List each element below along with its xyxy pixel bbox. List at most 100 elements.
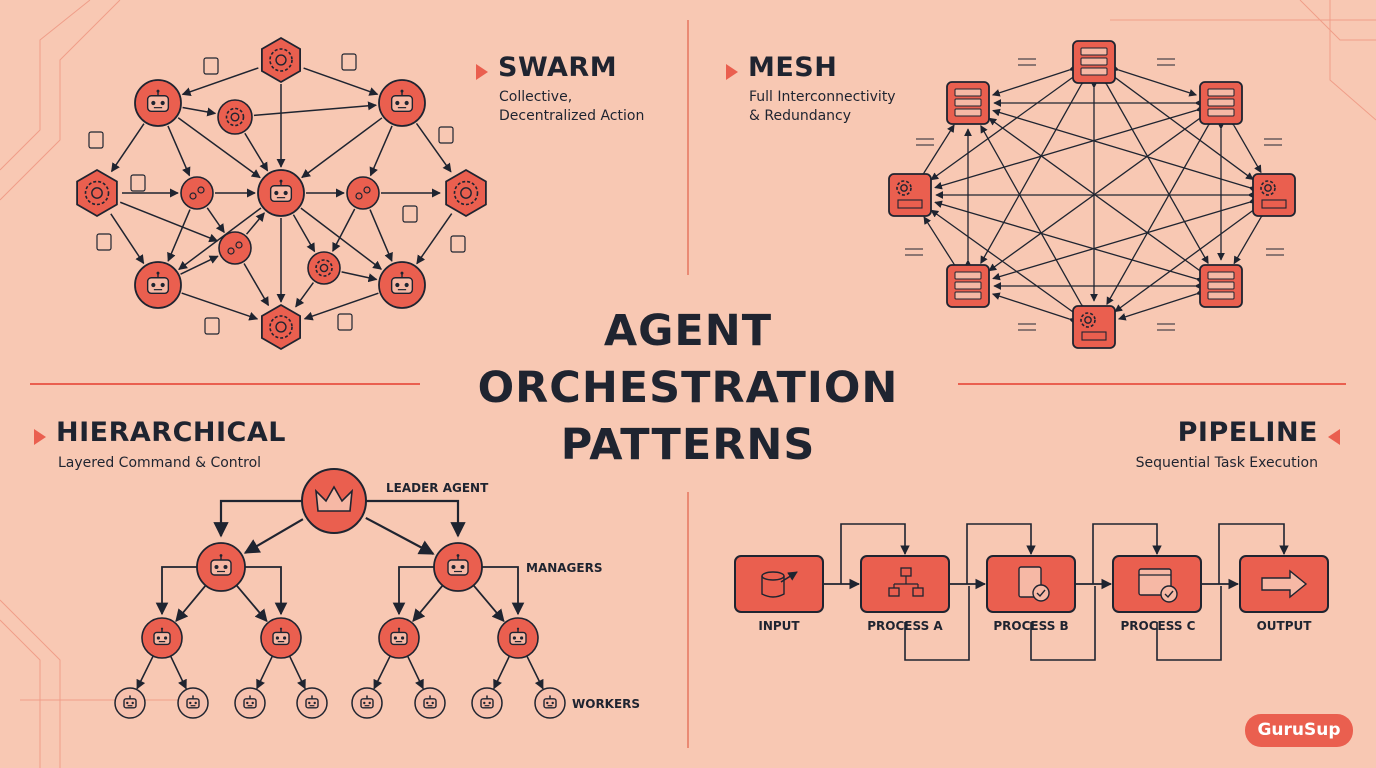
section-dividers (30, 20, 1346, 748)
robot-icon (390, 271, 414, 294)
mesh-gear-node (1072, 305, 1116, 349)
molecule-icon (189, 192, 197, 200)
swarm-molecule-node (346, 176, 380, 210)
swarm-link-arrow (416, 213, 453, 265)
check-icon (1160, 585, 1178, 603)
swarm-gear-node (76, 168, 118, 218)
swarm-link-arrow (303, 292, 379, 321)
document-icon (438, 126, 454, 144)
robot-icon (146, 271, 170, 294)
robot-icon (390, 627, 408, 646)
swarm-link-arrow (300, 207, 383, 270)
mesh-header: MESH (726, 52, 837, 83)
swarm-subtitle: Collective, Decentralized Action (499, 88, 644, 126)
swarm-gear-node (445, 168, 487, 218)
pipeline-stage-label: PROCESS B (993, 619, 1069, 633)
swarm-link-arrow (292, 214, 316, 253)
molecule-icon (355, 192, 363, 200)
worker-link-arrow (493, 655, 511, 690)
server-icon (1207, 98, 1235, 107)
swarm-link-arrow (206, 207, 225, 234)
worker-link-arrow (136, 655, 154, 690)
manager-link-arrow (412, 584, 444, 623)
manager-link-arrow (245, 566, 288, 616)
network-icon (1261, 199, 1287, 209)
mesh-subtitle-line: Full Interconnectivity (749, 89, 896, 105)
robot-icon (305, 695, 319, 709)
worker-link-arrow (169, 655, 187, 690)
server-icon (1080, 47, 1108, 56)
swarm-marker-icon (476, 63, 488, 80)
gear-icon (225, 107, 245, 127)
network-icon (1081, 331, 1107, 341)
server-icon (954, 281, 982, 290)
server-icon (954, 291, 982, 300)
document-icon (402, 205, 418, 223)
pipeline-title: PIPELINE (1177, 417, 1318, 448)
molecule-icon (235, 241, 243, 249)
worker-link-arrow (373, 655, 391, 690)
mesh-subtitle-line: & Redundancy (749, 108, 852, 124)
molecule-icon (197, 186, 205, 194)
swarm-link-arrow (167, 125, 191, 177)
brand-badge[interactable]: GuruSup (1245, 714, 1353, 747)
manager-link-arrow (392, 566, 434, 616)
swarm-diagram (76, 36, 487, 351)
mesh-link-arrow (1233, 209, 1268, 265)
pipeline-subtitle: Sequential Task Execution (1135, 455, 1318, 471)
server-icon (1207, 281, 1235, 290)
arrow-icon (780, 571, 798, 583)
leader-link-arrow (364, 499, 466, 538)
robot-icon (360, 695, 374, 709)
pipeline-marker-icon (1328, 428, 1340, 445)
server-icon (954, 98, 982, 107)
robot-icon (390, 89, 414, 112)
crown-icon (314, 485, 354, 512)
swarm-subtitle-line: Collective, (499, 89, 573, 105)
mesh-title: MESH (748, 52, 838, 83)
pipeline-header: PIPELINE (1178, 417, 1340, 448)
main-title-line: ORCHESTRATION (477, 363, 899, 413)
network-icon (897, 199, 923, 209)
pipeline-feed-arrow (1092, 523, 1162, 584)
arrow-right-icon (1261, 569, 1308, 599)
pipeline-feed-arrow (840, 523, 910, 584)
main-title: AGENT ORCHESTRATION PATTERNS (430, 303, 946, 474)
swarm-gear-node (260, 36, 302, 84)
swarm-molecule-node (218, 231, 252, 265)
swarm-link-arrow (177, 117, 261, 179)
gear-icon (315, 259, 333, 277)
swarm-link-arrow (415, 122, 452, 173)
robot-icon (243, 695, 257, 709)
manager-link-arrow (235, 584, 268, 623)
server-icon (954, 108, 982, 117)
swarm-header: SWARM (476, 52, 617, 83)
mesh-link-arrow (1118, 288, 1205, 321)
swarm-subtitle-line: Decentralized Action (499, 108, 645, 124)
hierarchy-diagram (114, 468, 566, 719)
gear-icon (1260, 180, 1276, 196)
swarm-link-arrow (178, 207, 262, 271)
swarm-link-arrow (167, 209, 191, 262)
worker-link-arrow (256, 655, 274, 690)
document-icon (88, 131, 104, 149)
server-icon (1080, 57, 1108, 66)
leader-agent-label: LEADER AGENT (386, 481, 489, 495)
check-icon (1032, 584, 1050, 602)
server-icon (954, 271, 982, 280)
worker-link-arrow (526, 655, 544, 690)
mesh-gear-node (888, 173, 932, 217)
pipeline-feed-arrow (966, 523, 1036, 584)
main-title-line: PATTERNS (560, 420, 816, 470)
swarm-gear-node (307, 251, 341, 285)
check-icon (1164, 590, 1174, 599)
gear-icon (84, 180, 110, 206)
document-icon (203, 57, 219, 75)
pipeline-stage-label: PROCESS C (1120, 619, 1196, 633)
mesh-link-arrow (916, 124, 955, 182)
swarm-gear-node (217, 99, 253, 135)
swarm-link-arrow (253, 101, 377, 117)
server-icon (954, 88, 982, 97)
